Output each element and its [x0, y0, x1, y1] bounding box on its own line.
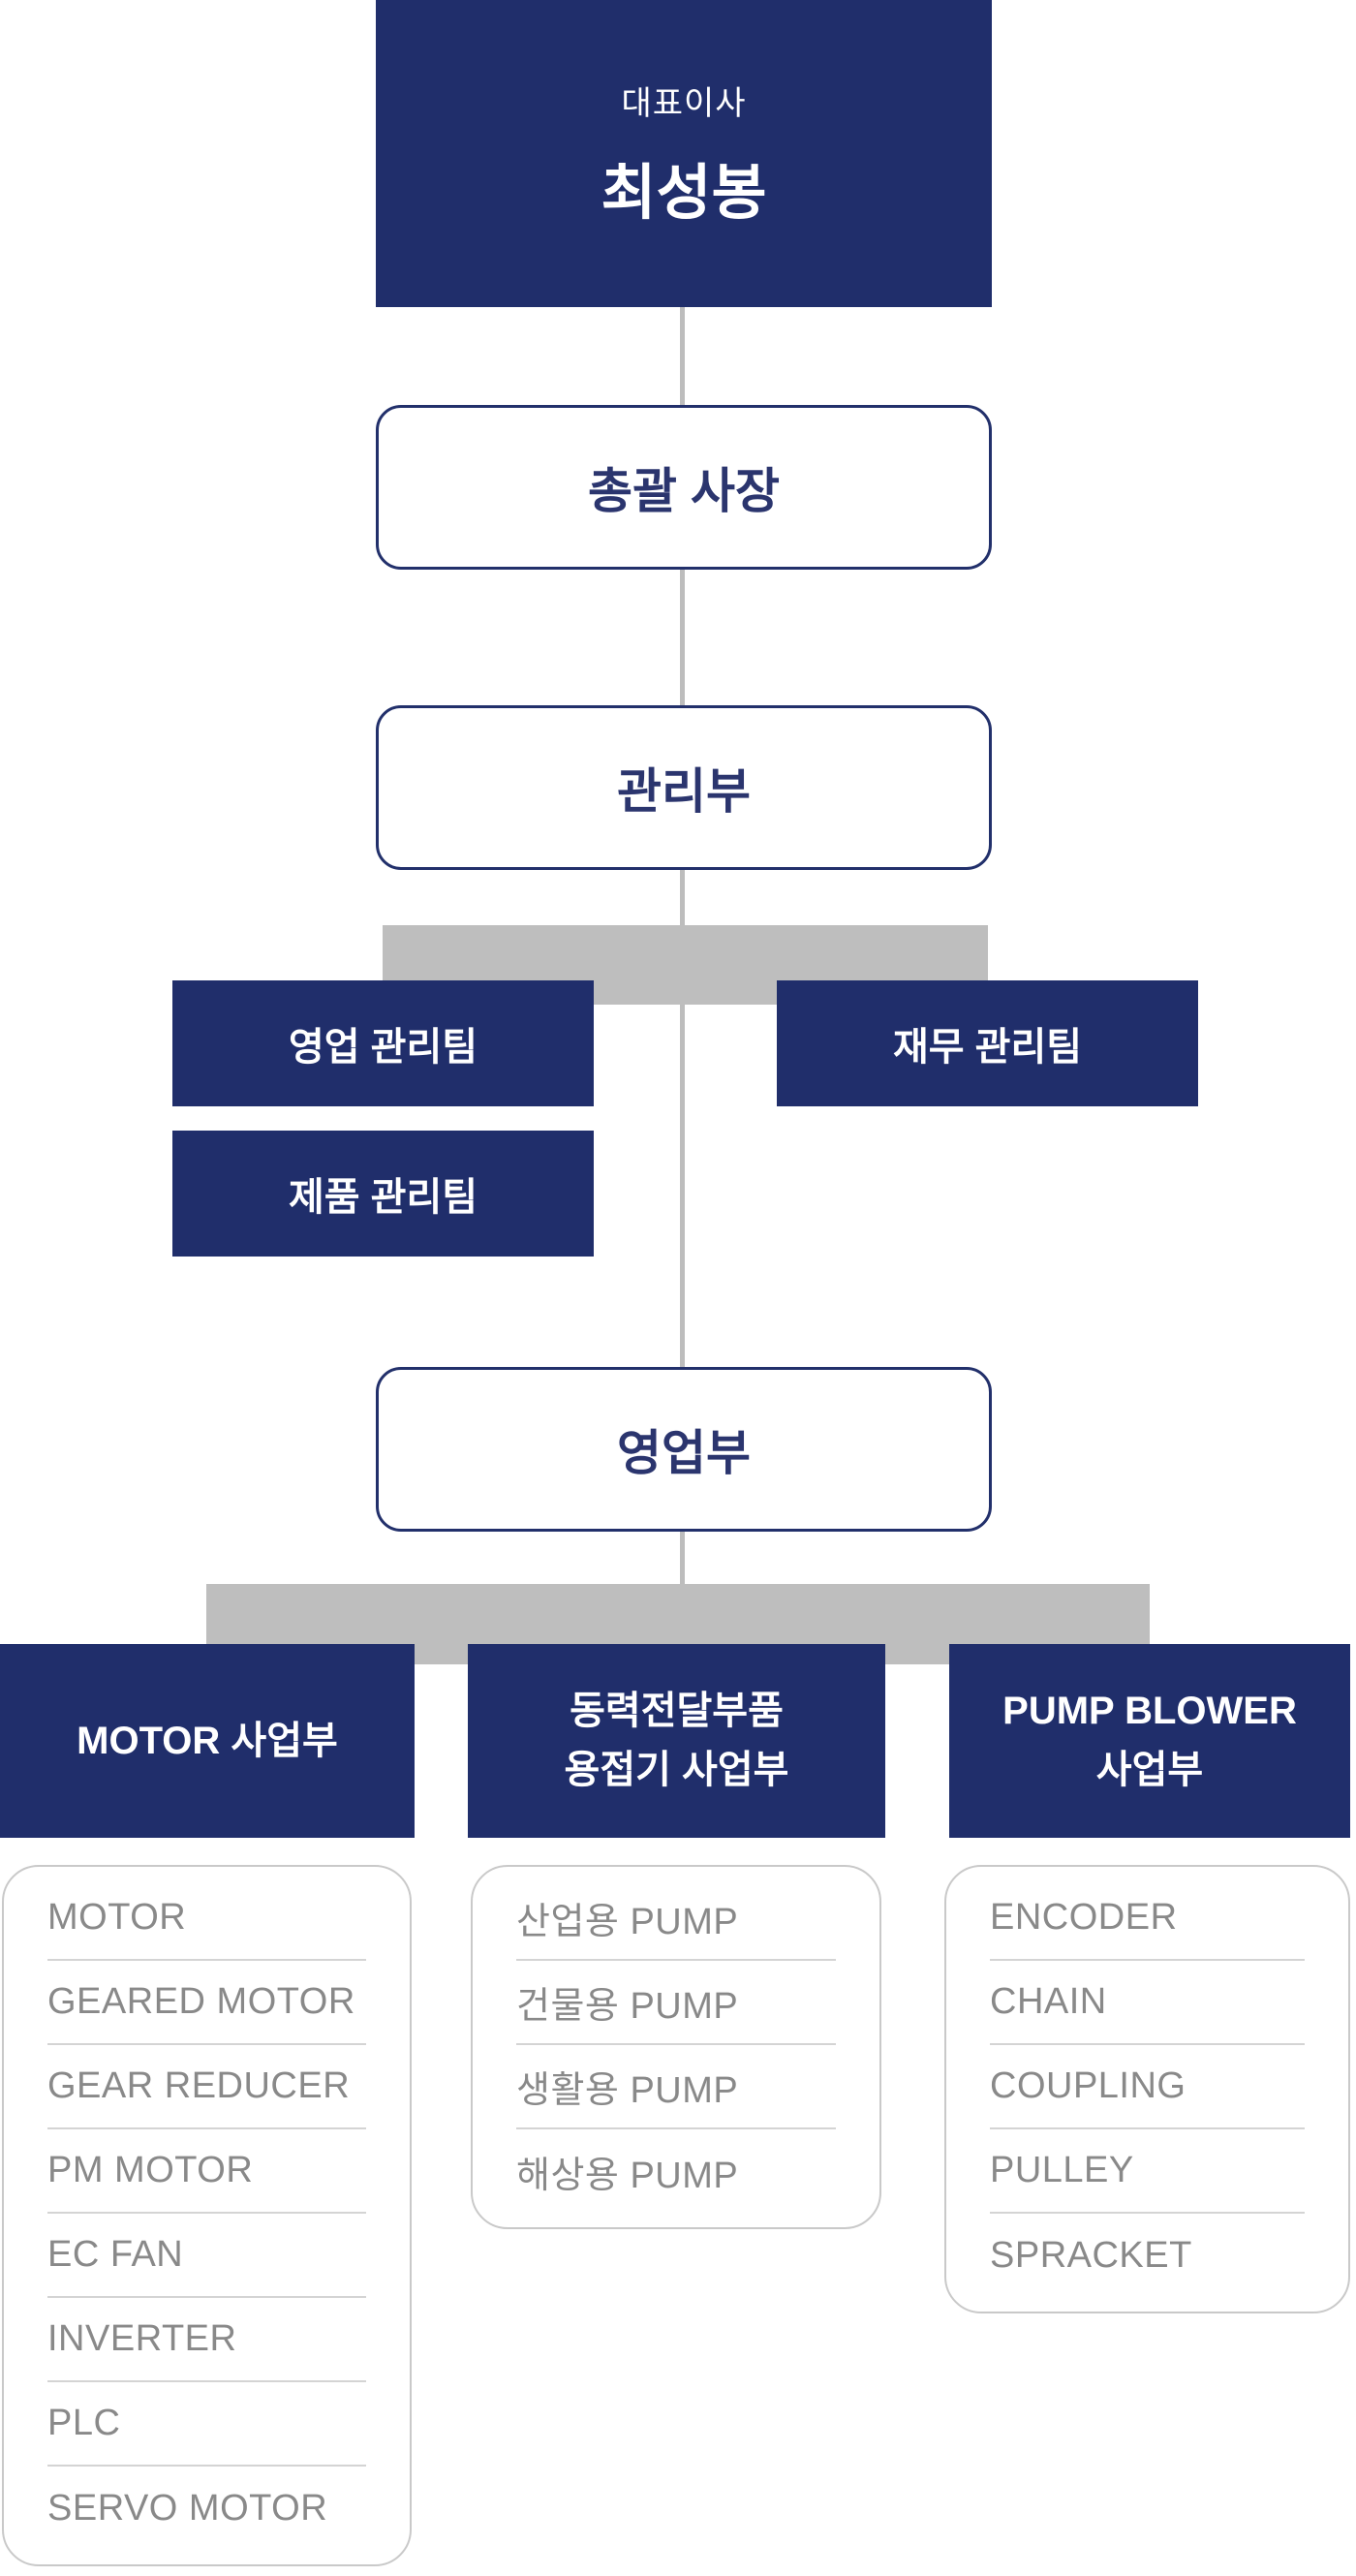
product-list-item: 해상용 PUMP: [516, 2156, 739, 2196]
president-label: 총괄 사장: [588, 464, 780, 518]
president-box: 총괄 사장: [376, 405, 992, 570]
product-list-item: SPRACKET: [990, 2235, 1192, 2276]
ceo-box: 대표이사 최성봉: [376, 0, 992, 307]
division-title-line: PUMP BLOWER: [1002, 1690, 1297, 1733]
product-list-item: 생활용 PUMP: [516, 2045, 836, 2129]
sales-dept-box: 영업부: [376, 1367, 992, 1532]
product-list-item: PULLEY: [990, 2129, 1305, 2214]
division-title-line: 동력전달부품: [570, 1690, 784, 1733]
product-list-item: SERVO MOTOR: [47, 2488, 328, 2529]
management-dept-label: 관리부: [617, 764, 751, 819]
product-list-item: GEAR REDUCER: [47, 2045, 366, 2129]
team-label: 제품 관리팀: [288, 1176, 478, 1219]
product-list-item: MOTOR: [47, 1877, 366, 1961]
connector-line-president-management: [680, 570, 685, 705]
product-list-item: 산업용 PUMP: [516, 1877, 836, 1961]
product-list-item: PM MOTOR: [47, 2129, 366, 2214]
team-box-finance-management: 재무 관리팀: [777, 980, 1198, 1106]
division-header-pump-blower: PUMP BLOWER 사업부: [949, 1644, 1350, 1838]
product-list-item: INVERTER: [47, 2298, 366, 2382]
division-title-line: 용접기 사업부: [564, 1749, 789, 1791]
product-list-item: ENCODER: [990, 1877, 1305, 1961]
division-title-line: MOTOR 사업부: [77, 1719, 338, 1762]
ceo-name: 최성봉: [601, 160, 767, 227]
management-dept-box: 관리부: [376, 705, 992, 870]
team-label: 영업 관리팀: [288, 1026, 478, 1069]
product-list-item: PLC: [47, 2382, 366, 2467]
division-title-line: 사업부: [1095, 1749, 1204, 1791]
product-list-item: EC FAN: [47, 2214, 366, 2298]
team-box-sales-management: 영업 관리팀: [172, 980, 594, 1106]
product-list-item: COUPLING: [990, 2045, 1305, 2129]
product-list-item: GEARED MOTOR: [47, 1961, 366, 2045]
connector-line-management-sales: [680, 870, 685, 1367]
sales-dept-label: 영업부: [617, 1426, 751, 1480]
division-header-power-transmission-welder: 동력전달부품 용접기 사업부: [468, 1644, 885, 1838]
team-box-product-management: 제품 관리팀: [172, 1131, 594, 1257]
product-list-item: CHAIN: [990, 1961, 1305, 2045]
ceo-title: 대표이사: [621, 85, 747, 122]
team-label: 재무 관리팀: [892, 1026, 1083, 1069]
product-list-item: 건물용 PUMP: [516, 1961, 836, 2045]
connector-line-ceo-president: [680, 307, 685, 405]
division-header-motor: MOTOR 사업부: [0, 1644, 415, 1838]
